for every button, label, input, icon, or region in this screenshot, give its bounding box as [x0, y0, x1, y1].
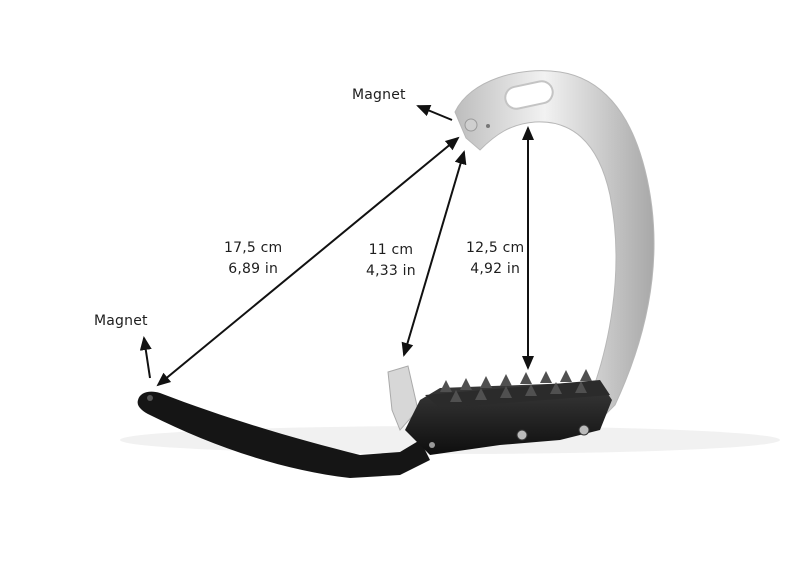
magnet-top-label: Magnet	[352, 87, 406, 103]
stirrup-frame	[454, 70, 655, 426]
magnet-top-icon	[464, 118, 478, 132]
magnet-left-arrow	[139, 336, 152, 379]
height-measurement-label: 12,5 cm 4,92 in	[466, 240, 525, 277]
inner-arrow	[401, 150, 467, 357]
release-arm	[137, 391, 430, 478]
measurement-arrows	[139, 105, 534, 387]
magnet-left-label: Magnet	[94, 313, 148, 329]
magnet-top-arrow	[416, 105, 453, 121]
frame-slot	[504, 80, 554, 110]
diagonal-measurement-label: 17,5 cm 6,89 in	[224, 240, 283, 277]
inner-measurement-label: 11 cm 4,33 in	[366, 242, 416, 279]
stirrup-tread	[405, 369, 612, 455]
magnet-left-icon	[147, 395, 153, 401]
